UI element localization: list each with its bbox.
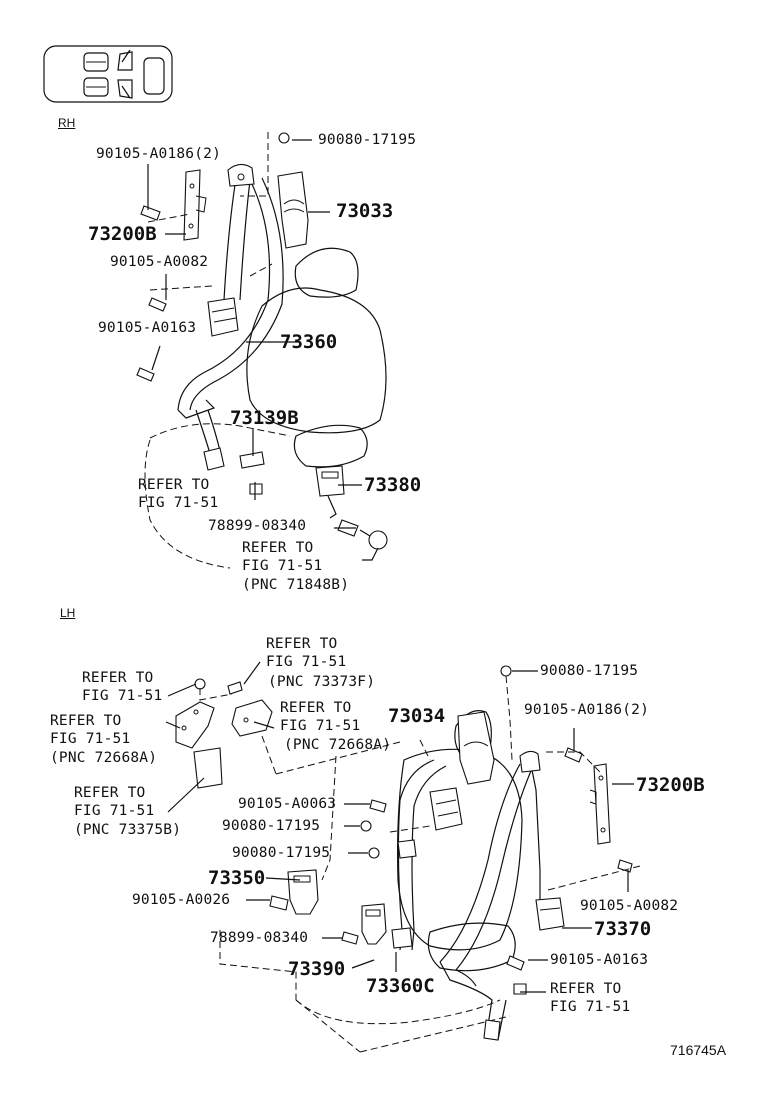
part-number: 73360 (280, 331, 338, 353)
part-number: 73139B (230, 407, 299, 429)
part-number: 73350 (208, 867, 266, 889)
part-number: 90105-A0026 (132, 892, 231, 908)
illustration-number: 716745A (670, 1042, 727, 1058)
section-lh-label: LH (60, 606, 76, 620)
part-number: 90080-17195 (222, 818, 321, 834)
refer-text: REFER TO (82, 670, 154, 686)
part-number: 90080-17195 (232, 845, 331, 861)
part-number: 73390 (288, 958, 346, 980)
refer-text: FIG 71-51 (82, 688, 163, 704)
refer-text: (PNC 72668A) (50, 750, 158, 766)
refer-text: (PNC 72668A) (284, 737, 392, 753)
part-number: 90105-A0186(2) (96, 146, 222, 162)
rh-belt-assembly (136, 132, 388, 550)
part-number: 73370 (594, 918, 652, 940)
part-number: 73033 (336, 200, 394, 222)
part-number: 73360C (366, 975, 435, 997)
part-number: 90080-17195 (540, 663, 639, 679)
refer-text: FIG 71-51 (242, 558, 323, 574)
part-number: 78899-08340 (208, 518, 307, 534)
refer-text: FIG 71-51 (138, 495, 219, 511)
refer-text: FIG 71-51 (280, 718, 361, 734)
refer-text: REFER TO (138, 477, 210, 493)
vehicle-locator-icon (43, 45, 173, 103)
part-number: 90080-17195 (318, 132, 417, 148)
part-number: 73380 (364, 474, 422, 496)
lh-belt-assembly (175, 665, 633, 1041)
part-number: 90105-A0063 (238, 796, 337, 812)
refer-text: REFER TO (74, 785, 146, 801)
rh-leader-lines (147, 132, 379, 561)
refer-text: REFER TO (550, 981, 622, 997)
part-number: 90105-A0163 (98, 320, 197, 336)
part-number: 90105-A0082 (580, 898, 679, 914)
refer-text: (PNC 71848B) (242, 577, 350, 593)
part-number: 90105-A0186(2) (524, 702, 650, 718)
part-number: 73034 (388, 705, 446, 727)
refer-text: FIG 71-51 (50, 731, 131, 747)
refer-text: FIG 71-51 (74, 803, 155, 819)
lh-leader-lines (165, 661, 641, 993)
refer-text: REFER TO (266, 636, 338, 652)
part-number: 73200B (636, 774, 705, 796)
part-number: 90105-A0082 (110, 254, 209, 270)
refer-text: (PNC 73373F) (268, 674, 376, 690)
part-number: 73200B (88, 223, 157, 245)
refer-text: FIG 71-51 (550, 999, 631, 1015)
refer-text: FIG 71-51 (266, 654, 347, 670)
rh-seat-outline (144, 247, 387, 569)
refer-text: REFER TO (50, 713, 122, 729)
refer-text: REFER TO (242, 540, 314, 556)
part-number: 78899-08340 (210, 930, 309, 946)
refer-text: (PNC 73375B) (74, 822, 182, 838)
part-number: 90105-A0163 (550, 952, 649, 968)
section-rh-label: RH (58, 116, 76, 130)
refer-text: REFER TO (280, 700, 352, 716)
